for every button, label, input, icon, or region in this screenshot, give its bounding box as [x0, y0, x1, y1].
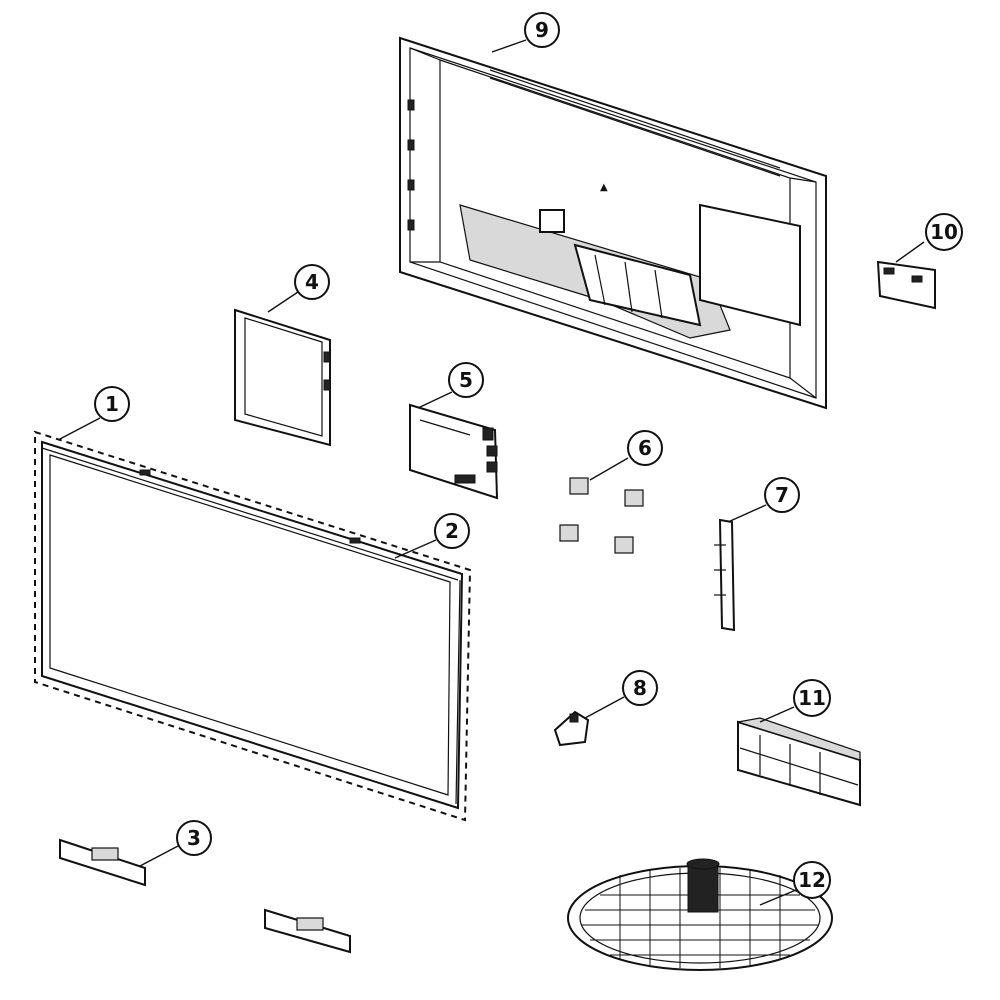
part-6-clips: [559, 477, 644, 554]
callout-10-label: 10: [930, 220, 958, 244]
part-4-power-board: [234, 308, 331, 447]
callout-9: 9: [524, 12, 560, 48]
callout-4: 4: [294, 264, 330, 300]
callout-6-label: 6: [638, 436, 652, 460]
part-8-clip: [553, 710, 590, 747]
part-1-panel-assembly: [34, 430, 472, 822]
part-5-main-board: [409, 403, 499, 500]
callout-12-label: 12: [798, 868, 826, 892]
callout-11: 11: [793, 679, 831, 717]
leader-lines: [57, 39, 925, 906]
part-7-strip: [714, 518, 736, 632]
callout-3-label: 3: [187, 826, 201, 850]
callout-1-label: 1: [105, 392, 119, 416]
callout-2: 2: [434, 513, 470, 549]
callout-2-label: 2: [445, 519, 459, 543]
part-3-speakers: [59, 838, 351, 954]
callout-7-label: 7: [775, 483, 789, 507]
callout-11-label: 11: [798, 686, 826, 710]
part-2-lcd-panel: [41, 440, 464, 810]
callout-10: 10: [925, 213, 963, 251]
callout-12: 12: [793, 861, 831, 899]
warning-mark: ▲: [600, 182, 608, 193]
callout-8-label: 8: [633, 676, 647, 700]
part-12-stand: [567, 858, 833, 971]
part-11-cover: [737, 717, 861, 807]
callout-9-label: 9: [535, 18, 549, 42]
callout-5: 5: [448, 362, 484, 398]
part-10-bracket: [876, 260, 936, 310]
callout-7: 7: [764, 477, 800, 513]
callout-1: 1: [94, 386, 130, 422]
callout-4-label: 4: [305, 270, 319, 294]
part-9-rear-cover: ▲: [399, 36, 827, 410]
callout-5-label: 5: [459, 368, 473, 392]
callout-6: 6: [627, 430, 663, 466]
callout-3: 3: [176, 820, 212, 856]
callout-8: 8: [622, 670, 658, 706]
